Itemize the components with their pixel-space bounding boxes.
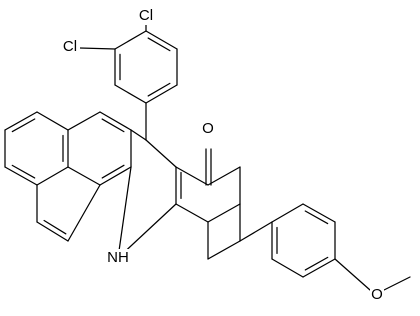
- double-bond-inner: [304, 256, 329, 271]
- single-bond: [145, 84, 178, 104]
- single-bond: [99, 166, 132, 186]
- single-bond: [271, 258, 304, 278]
- single-bond: [271, 203, 304, 223]
- single-bond: [130, 129, 147, 141]
- double-bond-inner: [43, 219, 67, 235]
- atom-label-cl-lower: Cl: [60, 38, 80, 56]
- o-methyl-bond: [383, 276, 411, 291]
- atom-label-cl-upper: Cl: [136, 7, 156, 25]
- double-bond-inner: [11, 164, 36, 179]
- single-bond: [207, 203, 241, 223]
- c-o-bond: [334, 258, 371, 291]
- single-bond: [36, 221, 69, 242]
- ketone-oxygen-label: O: [202, 120, 214, 137]
- methoxy-oxygen-label: O: [371, 286, 383, 303]
- cl-lower-label: Cl: [63, 38, 77, 55]
- single-bond: [114, 30, 147, 50]
- c-cl-bond: [79, 47, 116, 50]
- double-bond-inner: [304, 210, 329, 225]
- bond-lines: [4, 23, 411, 291]
- single-bond: [117, 166, 132, 259]
- double-bond-inner: [147, 37, 171, 52]
- single-bond: [207, 240, 241, 260]
- single-bond: [36, 111, 69, 131]
- single-bond: [302, 203, 336, 223]
- single-bond: [114, 84, 147, 104]
- single-bond: [207, 166, 241, 186]
- single-bond: [175, 203, 209, 223]
- atom-label-ketone-oxygen: O: [201, 120, 215, 138]
- single-bond: [99, 111, 132, 131]
- amine-nh-label: NH: [107, 249, 129, 266]
- single-bond: [67, 184, 101, 242]
- double-bond-inner: [101, 118, 125, 133]
- double-bond-inner: [101, 164, 125, 179]
- atom-label-methoxy-oxygen: O: [370, 286, 384, 304]
- single-bond: [67, 111, 101, 131]
- single-bond: [175, 166, 209, 186]
- single-bond: [67, 166, 101, 186]
- single-bond: [4, 166, 38, 186]
- single-bond: [4, 111, 38, 131]
- single-bond: [145, 139, 177, 168]
- single-bond: [239, 221, 273, 242]
- double-bond-inner: [147, 82, 171, 97]
- double-bond-inner: [11, 118, 36, 133]
- single-bond: [302, 258, 336, 278]
- cl-upper-label: Cl: [139, 7, 153, 24]
- single-bond: [145, 30, 178, 50]
- atom-label-amine-nh: NH: [107, 249, 129, 267]
- single-bond: [36, 166, 69, 186]
